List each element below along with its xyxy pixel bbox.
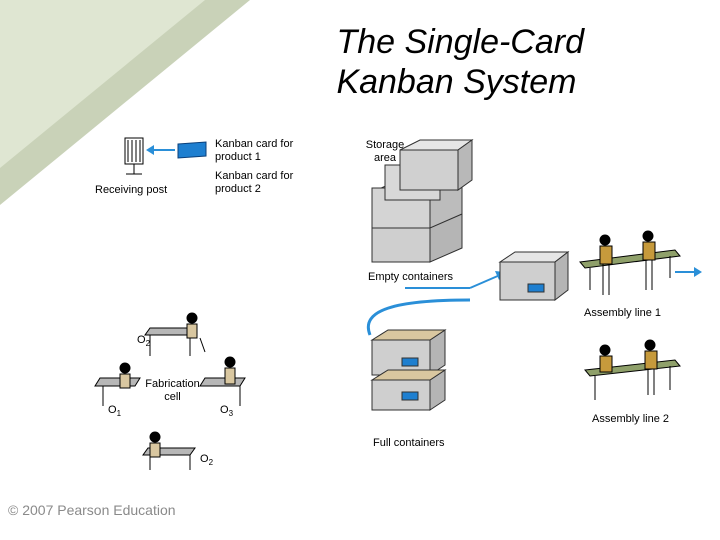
assembly-line-1-table: [579, 230, 681, 295]
receiving-post-label: Receiving post: [95, 184, 168, 196]
copyright-notice: © 2007 Pearson Education: [8, 502, 176, 518]
kanban-card-2-label: Kanban card for product 2: [215, 170, 294, 195]
fabrication-cell-tables: [94, 312, 246, 470]
storage-area-label: Storage area: [365, 139, 405, 164]
title-line-2: Kanban System: [336, 63, 577, 101]
card-flow-arrow: [146, 145, 175, 155]
storage-containers: [371, 139, 474, 263]
empty-containers-label: Empty containers: [368, 271, 453, 283]
full-containers-label: Full containers: [373, 437, 445, 449]
operation-o2b-label: O2: [200, 453, 214, 468]
assembly-container-1: [498, 250, 570, 302]
operation-o2-label: O2: [137, 334, 151, 349]
full-containers: [370, 329, 447, 411]
assembly-line-2-label: Assembly line 2: [592, 413, 670, 425]
assembly-output-arrow: [675, 267, 702, 277]
return-arrow: [366, 298, 471, 336]
fabrication-cell-label: Fabrication cell: [145, 378, 200, 403]
title-line-1: The Single-Card: [336, 23, 584, 61]
receiving-post-icon: [124, 137, 144, 175]
assembly-line-2-table: [584, 339, 681, 400]
operation-o1-label: O1: [108, 404, 122, 419]
page-title: The Single-Card Kanban System: [336, 22, 584, 102]
assembly-line-1-label: Assembly line 1: [584, 307, 662, 319]
kanban-card-1-label: Kanban card for product 1: [215, 138, 294, 163]
operation-o3-label: O3: [220, 404, 234, 419]
kanban-card-icon: [177, 141, 207, 159]
